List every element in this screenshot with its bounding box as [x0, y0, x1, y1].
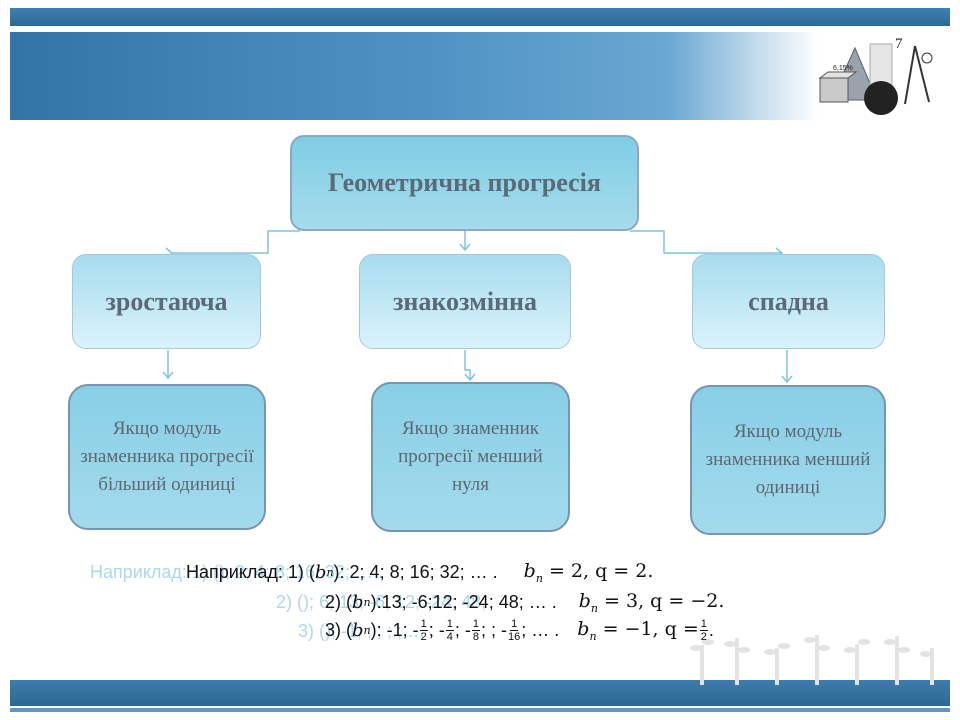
- root-node: Геометрична прогресія: [290, 135, 639, 231]
- example-2-prefix: 2) (: [325, 591, 352, 612]
- example-1-formula: bn = 2, q = 2.: [523, 560, 654, 585]
- type-increasing: зростаюча: [72, 254, 261, 349]
- ghost-example-1: Наприклад: 1) (); 2; 4; 8; 16; 32; … .: [90, 562, 384, 582]
- example-3-prefix: 3) (: [325, 620, 352, 640]
- top-stripe: [10, 8, 950, 26]
- condition-increasing: Якщо модуль знаменника прогресії більший…: [68, 384, 266, 530]
- footer-line: [10, 708, 950, 712]
- connector-root-increasing: [172, 230, 300, 254]
- corner-number: 7: [895, 36, 903, 52]
- example-2-formula: bn = 3, q = −2.: [578, 590, 725, 615]
- connector-root-decreasing: [630, 230, 782, 254]
- plants-decoration: [690, 635, 934, 685]
- condition-decreasing: Якщо модуль знаменника менший одиниці: [690, 385, 886, 535]
- example-2-seq-symbol: b: [352, 591, 364, 613]
- type-alternating: знакозмінна: [359, 254, 571, 349]
- cube-icon: [819, 77, 849, 103]
- footer-banner: [10, 680, 950, 706]
- header-banner: [10, 32, 950, 120]
- ghost-example-2: 2) (); 6; 13; -6; 12; -24; 48;: [276, 592, 487, 612]
- geometry-illustration: 7 6,15%: [818, 36, 933, 115]
- example-3-formula: bn = −1, q =: [577, 618, 699, 643]
- example-3-seq-symbol: b: [352, 620, 364, 641]
- example-1-prefix: Наприклад: 1) (: [186, 561, 315, 582]
- connector-alternating-condition: [464, 350, 471, 380]
- sphere-icon: [864, 81, 898, 115]
- compass-icon: [904, 45, 916, 105]
- condition-alternating: Якщо знаменник прогресії менший нуля: [371, 382, 570, 532]
- example-2-terms: ):13; -6;12; -24; 48; … .: [370, 591, 557, 612]
- example-1-seq-symbol: b: [314, 561, 327, 583]
- type-decreasing: спадна: [692, 254, 885, 349]
- example-1-terms: ): 2; 4; 8; 16; 32; … .: [333, 561, 498, 582]
- ghost-example-3: 3) (); -1; ; ; ; ; … .: [298, 621, 436, 641]
- corner-percent: 6,15%: [833, 65, 853, 72]
